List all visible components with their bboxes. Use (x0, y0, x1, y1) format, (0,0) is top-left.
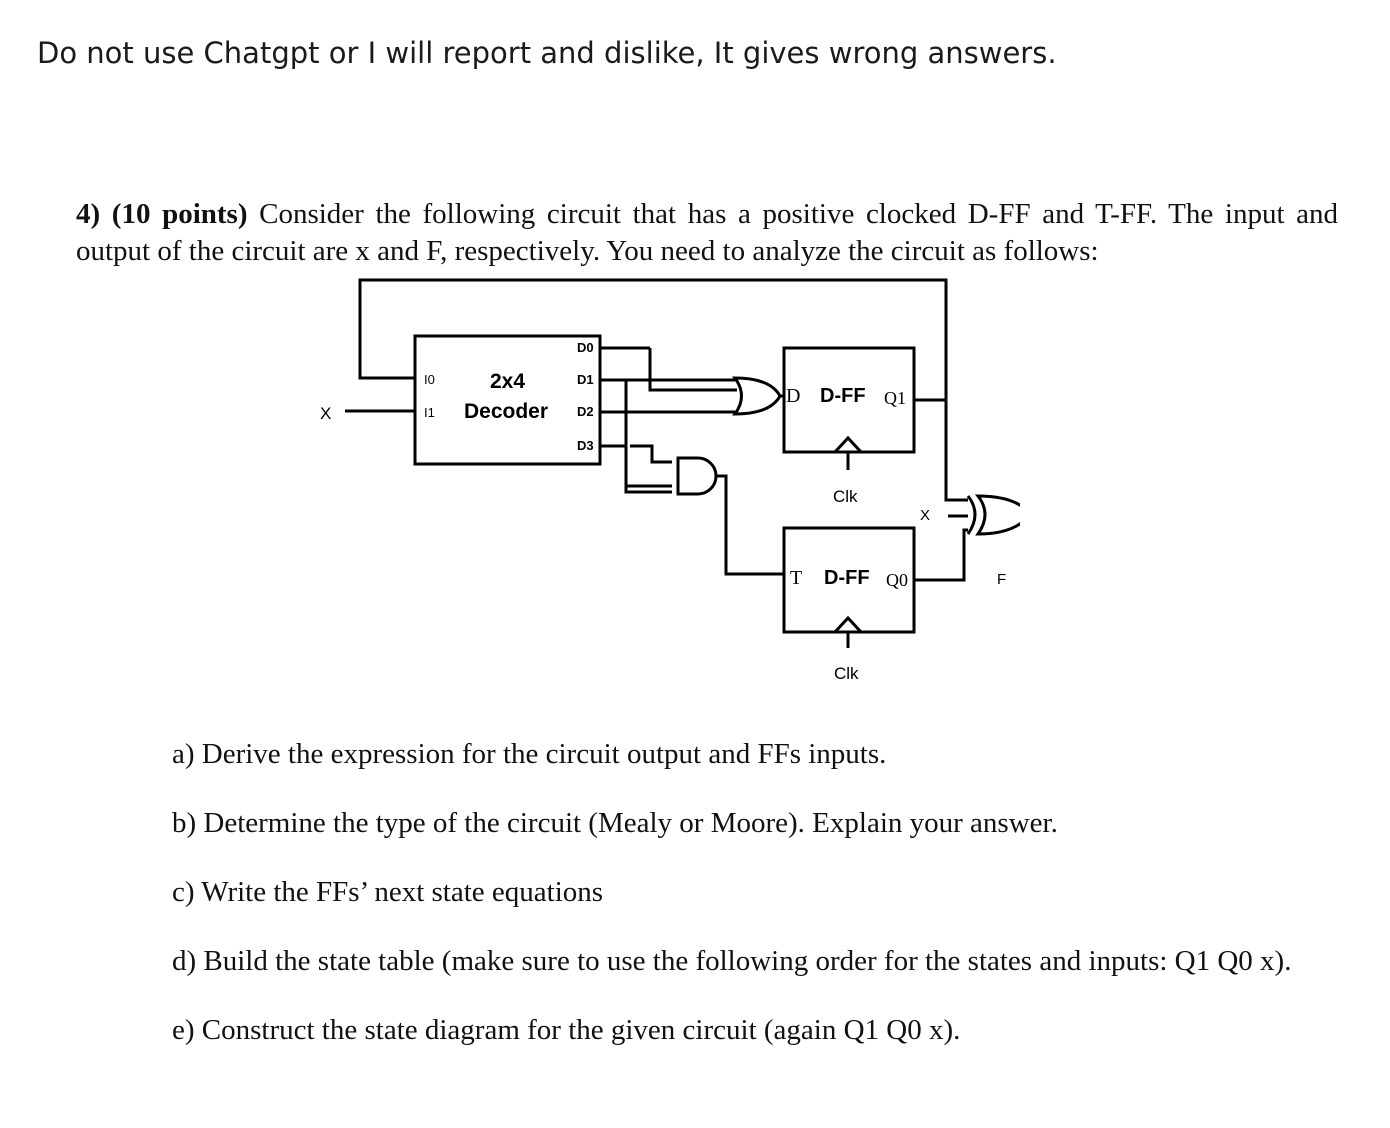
and-gate (676, 456, 718, 496)
question-number: 4) (76, 198, 101, 230)
tff-clock-label: Clk (834, 664, 859, 683)
dff-input-label: D (786, 385, 800, 407)
part-c: c) Write the FFs’ next state equations (172, 876, 604, 908)
decoder-output-d1: D1 (577, 372, 594, 387)
xnor-gate (974, 494, 1020, 536)
xnor-x-label: X (920, 507, 930, 524)
feedback-wire (358, 278, 948, 402)
decoder-name: Decoder (464, 400, 548, 423)
decoder-input-i1: I1 (424, 405, 435, 420)
part-b: b) Determine the type of the circuit (Me… (172, 807, 1058, 839)
warning-note: Do not use Chatgpt or I will report and … (37, 36, 1057, 70)
decoder-title: 2x4 (490, 370, 525, 393)
output-f-label: F (997, 571, 1006, 588)
tff-name: D-FF (824, 567, 870, 589)
decoder-output-d3: D3 (577, 438, 594, 453)
decoder-input-i0: I0 (424, 372, 435, 387)
tff-output-label: Q0 (886, 570, 908, 590)
dff-clock-label: Clk (833, 487, 858, 506)
question-points: (10 points) (111, 198, 248, 230)
circuit-diagram: X I0 I1 2x4 Decoder D0 D1 D2 D3 D D-FF Q… (320, 278, 1020, 683)
or-gate (732, 376, 782, 416)
x-input-label: X (320, 404, 331, 423)
part-d: d) Build the state table (make sure to u… (172, 945, 1292, 977)
question-parts: a) Derive the expression for the circuit… (172, 738, 1291, 1083)
decoder-output-d2: D2 (577, 404, 594, 419)
part-e: e) Construct the state diagram for the g… (172, 1014, 961, 1046)
decoder-output-d0: D0 (577, 340, 594, 355)
part-a: a) Derive the expression for the circuit… (172, 738, 887, 770)
question-body: Consider the following circuit that has … (76, 198, 1338, 267)
question-text: 4) (10 points) Consider the following ci… (76, 196, 1338, 270)
decoder-box (413, 334, 602, 466)
dff-name: D-FF (820, 385, 866, 407)
dff-output-label: Q1 (884, 388, 906, 408)
tff-input-label: T (790, 567, 802, 589)
